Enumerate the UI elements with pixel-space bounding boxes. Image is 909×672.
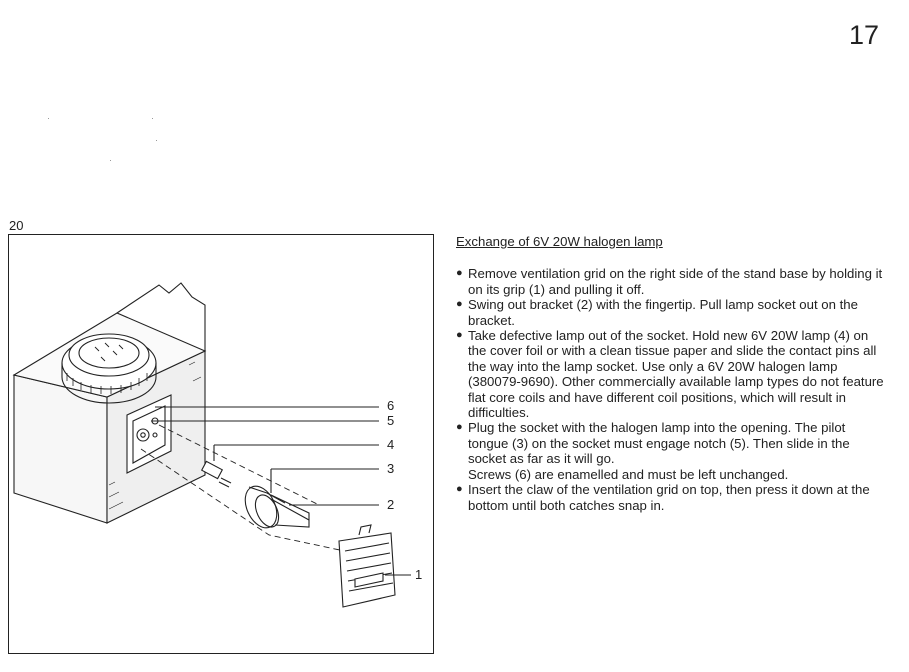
instruction-list: ● Remove ventilation grid on the right s… xyxy=(456,266,886,513)
bullet-icon: ● xyxy=(456,329,463,342)
instruction-text: Take defective lamp out of the socket. H… xyxy=(468,328,884,421)
scan-speck xyxy=(156,140,157,141)
scan-speck xyxy=(48,118,49,119)
ventilation-grid xyxy=(338,524,396,608)
callout-5: 5 xyxy=(387,413,395,428)
section-title: Exchange of 6V 20W halogen lamp xyxy=(456,234,663,249)
instruction-text: Plug the socket with the halogen lamp in… xyxy=(468,420,850,467)
callout-1: 1 xyxy=(415,567,423,582)
scan-speck xyxy=(152,118,153,119)
instruction-note: Screws (6) are enamelled and must be lef… xyxy=(468,466,789,482)
bullet-icon: ● xyxy=(456,298,463,311)
instruction-text: Insert the claw of the ventilation grid … xyxy=(468,482,870,513)
callout-6: 6 xyxy=(387,398,395,413)
scan-speck xyxy=(110,160,111,161)
bullet-icon: ● xyxy=(456,483,463,496)
callout-3: 3 xyxy=(387,461,395,476)
callout-4: 4 xyxy=(387,437,395,452)
lamp-assembly-illustration xyxy=(12,282,411,608)
instruction-item: ● Take defective lamp out of the socket.… xyxy=(456,328,886,420)
figure-number: 20 xyxy=(9,218,24,233)
instruction-item: ● Remove ventilation grid on the right s… xyxy=(456,266,886,297)
stand-base-front xyxy=(13,374,108,524)
lamp-socket-bracket xyxy=(244,485,310,529)
instruction-text: Swing out bracket (2) with the fingertip… xyxy=(468,297,858,328)
instruction-item: ● Plug the socket with the halogen lamp … xyxy=(456,420,886,482)
instruction-item: ● Swing out bracket (2) with the fingert… xyxy=(456,297,886,328)
callout-2: 2 xyxy=(387,497,395,512)
instruction-text: Remove ventilation grid on the right sid… xyxy=(468,266,883,297)
exploded-axis xyxy=(140,448,355,554)
bullet-icon: ● xyxy=(456,267,463,280)
instruction-item: ● Insert the claw of the ventilation gri… xyxy=(456,482,886,513)
page-number: 17 xyxy=(849,20,880,50)
bullet-icon: ● xyxy=(456,421,463,434)
instructions-column: Exchange of 6V 20W halogen lamp ● Remove… xyxy=(456,234,886,513)
figure-lamp-exchange: 6 5 4 3 2 1 xyxy=(8,234,434,654)
halogen-lamp-4 xyxy=(200,460,232,488)
